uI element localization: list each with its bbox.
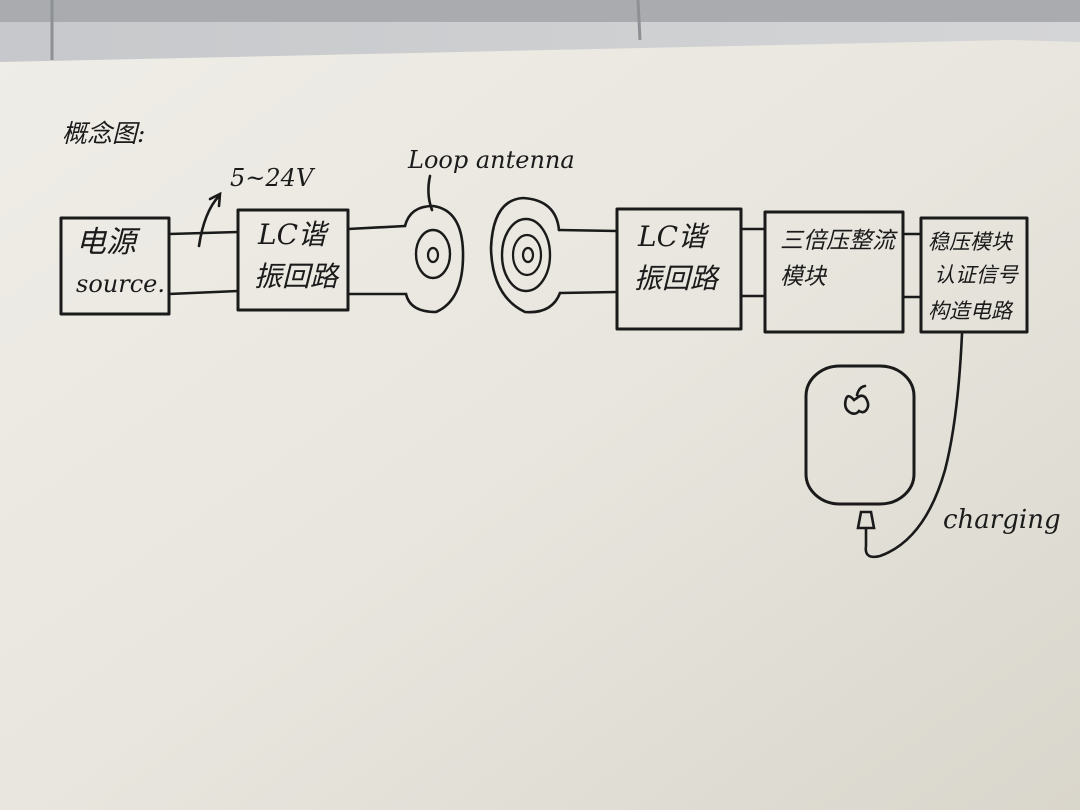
block-voltage-tripler-rectifier bbox=[763, 210, 905, 334]
regulator-label-line3: 构造电路 bbox=[928, 299, 1014, 323]
charging-plug bbox=[856, 510, 876, 530]
voltage-label: 5~24V bbox=[230, 164, 316, 192]
wire-power-lc-top bbox=[167, 230, 240, 236]
voltage-arrow bbox=[197, 191, 222, 248]
regulator-label-line2: 认证信号 bbox=[934, 263, 1019, 287]
diagram-title: 概念图: bbox=[62, 119, 145, 148]
power-source-label-cn: 电源 bbox=[76, 225, 141, 260]
rectifier-label-line2: 模块 bbox=[780, 264, 828, 290]
screen-edge bbox=[0, 0, 1080, 22]
loop-antenna-rx-coil-inner bbox=[521, 246, 535, 264]
loop-antenna-label: Loop antenna bbox=[407, 146, 575, 174]
screen-divider-right bbox=[636, 0, 642, 41]
loop-antenna-rx bbox=[489, 196, 562, 314]
loop-antenna-pointer bbox=[427, 174, 434, 212]
lc-tx-label-line1: LC谐 bbox=[257, 218, 330, 251]
charging-cable bbox=[864, 332, 964, 559]
power-source-label-en: source. bbox=[76, 270, 165, 298]
block-regulator-authentication bbox=[919, 216, 1029, 334]
lc-rx-label-line1: LC谐 bbox=[637, 220, 710, 253]
wire-antenna-lc-top bbox=[557, 228, 619, 233]
loop-antenna-rx-coil-outer bbox=[500, 217, 552, 293]
paper-sheet bbox=[0, 40, 1080, 810]
loop-antenna-tx-coil-inner bbox=[426, 246, 440, 264]
lc-rx-label-line2: 振回路 bbox=[634, 262, 720, 295]
lc-tx-label-line2: 振回路 bbox=[254, 260, 340, 293]
regulator-label-line1: 稳压模块 bbox=[928, 230, 1014, 254]
wire-power-lc-bottom bbox=[167, 289, 240, 296]
charging-label: charging bbox=[943, 505, 1061, 535]
block-power-source bbox=[59, 216, 171, 316]
wire-lc-antenna-top bbox=[346, 224, 407, 231]
rectifier-label-line1: 三倍压整流 bbox=[780, 228, 898, 254]
wire-antenna-lc-bottom bbox=[558, 290, 619, 295]
loop-antenna-tx bbox=[403, 204, 465, 314]
apple-logo-icon bbox=[843, 384, 870, 415]
block-lc-resonance-tx bbox=[236, 208, 350, 312]
loop-antenna-tx-coil-outer bbox=[414, 228, 452, 280]
loop-antenna-rx-coil-middle bbox=[511, 233, 543, 277]
phone-device bbox=[804, 364, 916, 506]
block-lc-resonance-rx bbox=[615, 207, 743, 331]
